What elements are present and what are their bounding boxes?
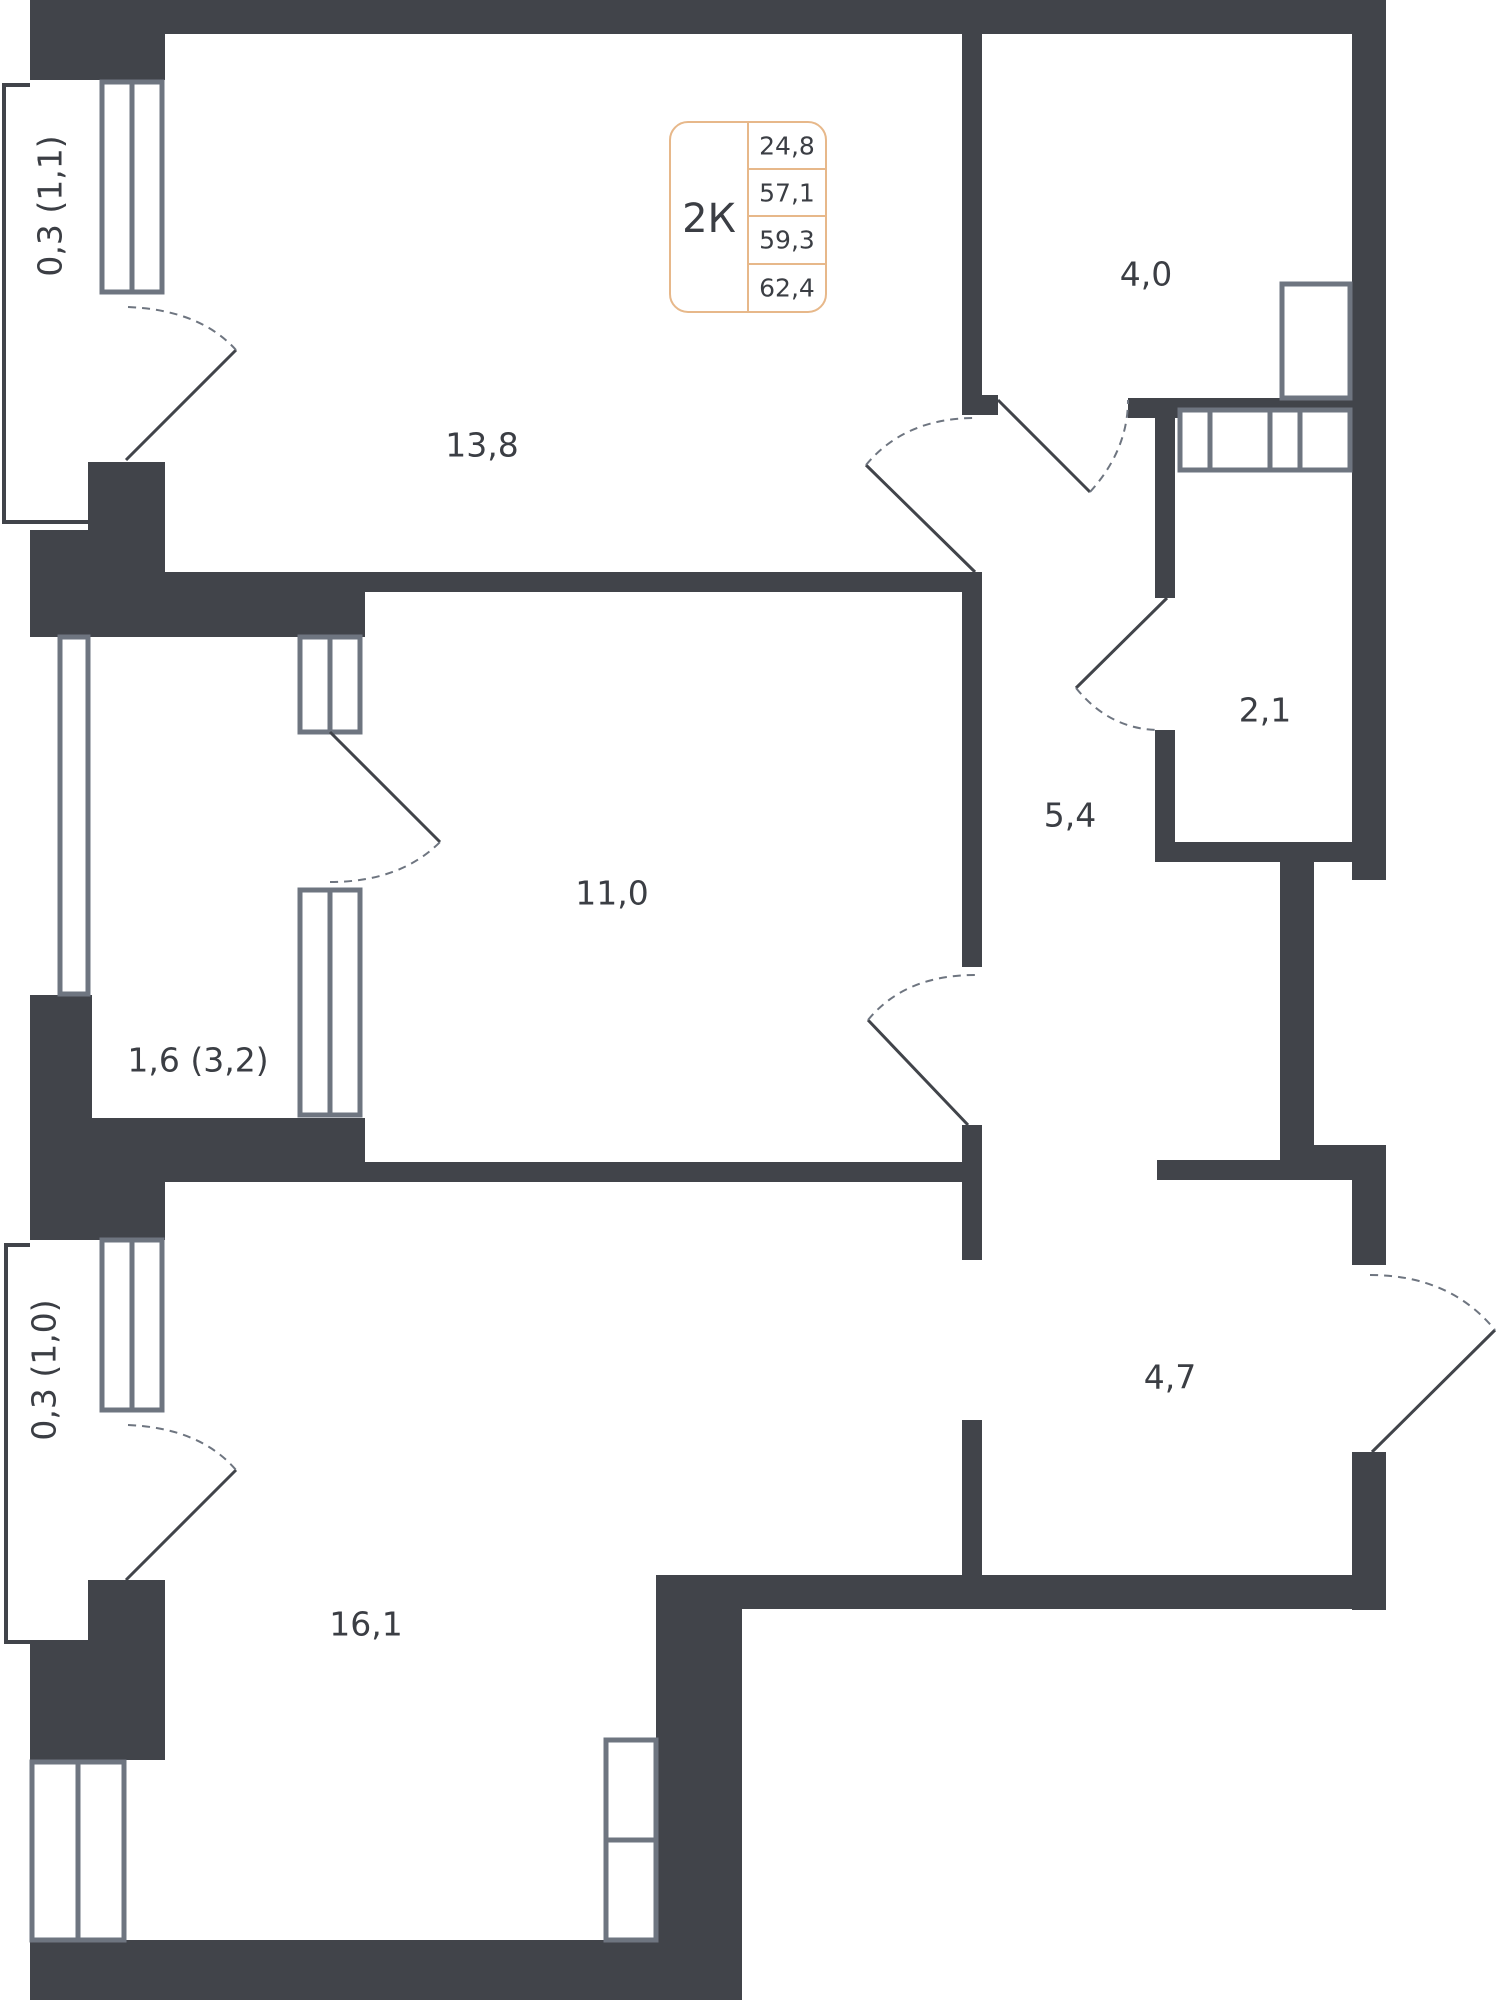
walls xyxy=(30,0,1386,2000)
room-area-bathroom: 4,0 xyxy=(1120,255,1172,294)
room-area-toilet: 2,1 xyxy=(1239,691,1291,730)
balcony-area-top: 0,3 (1,1) xyxy=(31,135,70,276)
room-area-bedroom: 11,0 xyxy=(575,874,648,913)
balconies xyxy=(2,83,88,1644)
windows xyxy=(29,79,1353,1943)
balcony-area-bottom: 0,3 (1,0) xyxy=(25,1299,64,1440)
living-area: 24,8 xyxy=(759,132,815,161)
room-area-hallway: 5,4 xyxy=(1044,796,1096,835)
apartment-type: 2К xyxy=(682,196,736,242)
room-area-living-room: 13,8 xyxy=(445,426,518,465)
room-area-entrance-hall: 4,7 xyxy=(1144,1358,1196,1397)
room-area-kitchen-living: 16,1 xyxy=(329,1605,402,1644)
room-area-loggia: 1,6 (3,2) xyxy=(127,1041,268,1080)
doors xyxy=(124,306,1497,1582)
area-with-reduced-balcony: 59,3 xyxy=(759,226,815,255)
area-with-full-balcony: 62,4 xyxy=(759,274,815,303)
apartment-badge: 2К 24,8 57,1 59,3 62,4 xyxy=(669,121,827,313)
total-area: 57,1 xyxy=(759,179,815,208)
